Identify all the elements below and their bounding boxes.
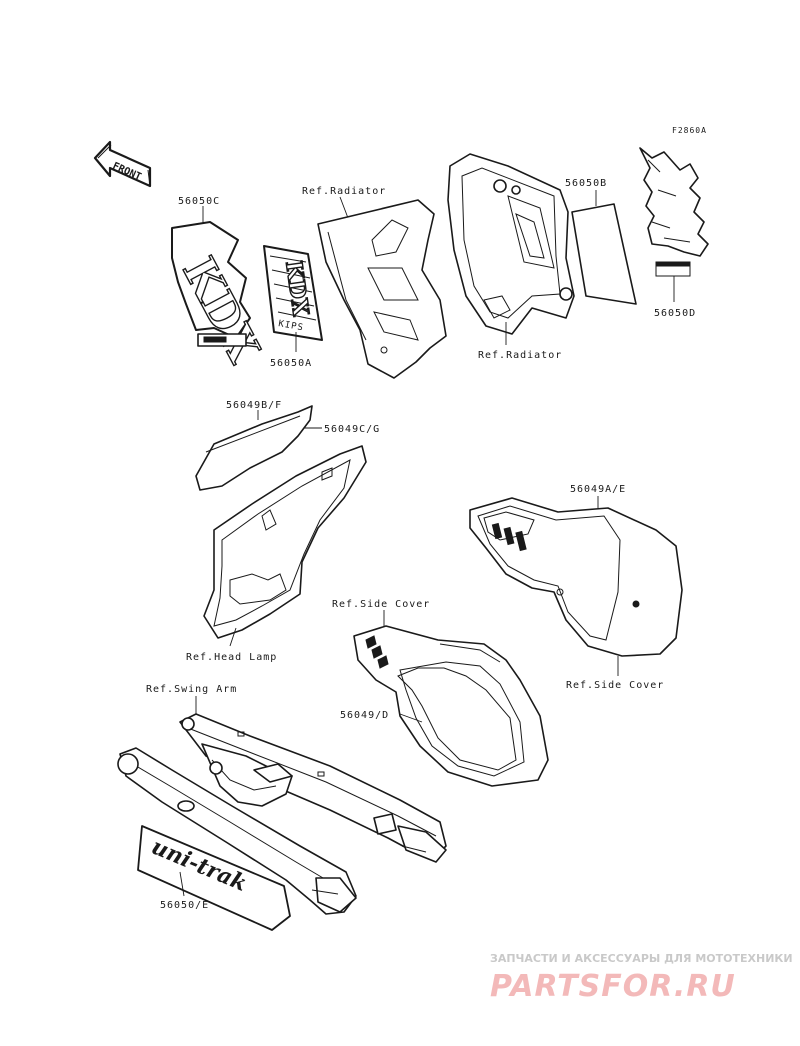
swing-arm[interactable]: Ref.Swing Arm — [117, 684, 447, 915]
label-56050d: 56050D — [654, 308, 696, 319]
label-56049c-g: 56049C/G — [324, 424, 380, 435]
label-56049b-f: 56049B/F — [226, 400, 282, 411]
radiator-shroud-left[interactable]: Ref.Radiator — [302, 186, 447, 379]
label-ref-side-cover-2: Ref.Side Cover — [566, 680, 664, 691]
radiator-shroud-right[interactable]: Ref.Radiator — [447, 153, 575, 361]
label-ref-swing-arm: Ref.Swing Arm — [146, 684, 237, 695]
label-56050b: 56050B — [565, 178, 607, 189]
label-ref-head-lamp: Ref.Head Lamp — [186, 652, 277, 663]
decal-56049d[interactable]: Ref.Side Cover 56049/D — [332, 599, 549, 787]
label-56050e: 56050/E — [160, 900, 209, 911]
label-ref-radiator-1: Ref.Radiator — [302, 186, 386, 197]
watermark: ЗАПЧАСТИ И АКСЕССУАРЫ ДЛЯ МОТОТЕХНИКИ PA… — [490, 952, 793, 1004]
decal-56049a-e[interactable]: 56049A/E Ref.Side Cover — [469, 484, 683, 691]
decal-56050a[interactable]: KDX KIPS 56050A — [263, 245, 323, 369]
decal-56050b[interactable]: 56050B — [565, 178, 637, 305]
label-56049a-e: 56049A/E — [570, 484, 626, 495]
label-ref-side-cover-1: Ref.Side Cover — [332, 599, 430, 610]
kips-plate-text: KIPS — [277, 319, 304, 333]
watermark-line1: ЗАПЧАСТИ И АКСЕССУАРЫ ДЛЯ МОТОТЕХНИКИ — [490, 952, 793, 965]
decal-56050c[interactable]: 56050C KDX — [171, 196, 270, 372]
label-56049d: 56049/D — [340, 710, 389, 721]
decal-56049c-g[interactable]: 56049C/G Ref.Head Lamp — [186, 424, 380, 663]
decal-56050d[interactable]: 56050D — [639, 147, 709, 319]
label-56050c: 56050C — [178, 196, 220, 207]
label-56050a: 56050A — [270, 358, 312, 369]
figure-code: F2860A — [672, 126, 707, 135]
kdx-decal-text: KDX — [172, 249, 269, 371]
front-arrow-icon: FRONT — [93, 140, 152, 188]
decal-56049b-f[interactable]: 56049B/F — [195, 400, 313, 491]
label-ref-radiator-2: Ref.Radiator — [478, 350, 562, 361]
watermark-line2: PARTSFOR.RU — [490, 969, 736, 1004]
